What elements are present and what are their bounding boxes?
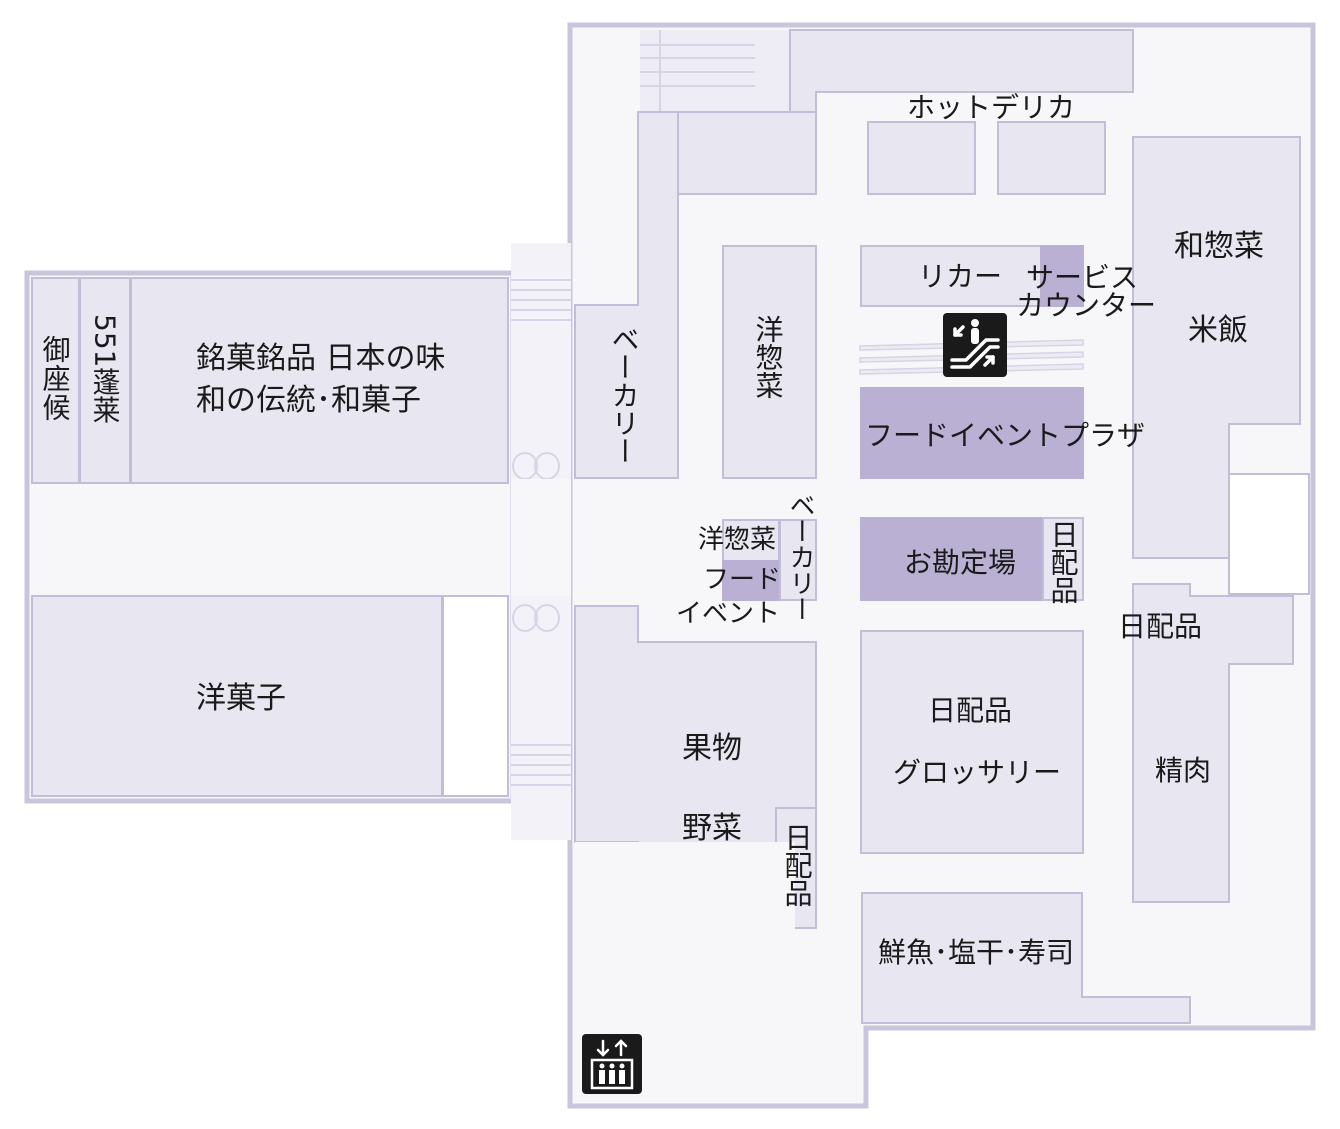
label-bakery-top: ベーカリー bbox=[608, 325, 641, 465]
label-grocery: グロッサリー bbox=[893, 756, 1061, 789]
label-rice: 米飯 bbox=[1188, 313, 1248, 348]
store-liquor[interactable] bbox=[860, 245, 1042, 307]
label-seafood: 鮮魚･塩干･寿司 bbox=[878, 936, 1074, 969]
label-horai: 551蓬莱 bbox=[89, 314, 122, 423]
store-yogashi[interactable] bbox=[31, 595, 443, 797]
label-checkout: お勘定場 bbox=[904, 546, 1016, 579]
label-food-event-plaza: フードイベントプラザ bbox=[865, 419, 1145, 452]
main-building bbox=[574, 111, 1310, 1025]
food-event-plaza[interactable] bbox=[860, 387, 1084, 479]
checkout[interactable] bbox=[860, 517, 1044, 601]
label-bakery-small: ベーカリー bbox=[785, 492, 815, 622]
store-wasozai[interactable] bbox=[1132, 136, 1301, 559]
label-daily-goods-right: 日配品 bbox=[1118, 610, 1202, 643]
label-fruit: 果物 bbox=[682, 731, 742, 766]
store-meika[interactable] bbox=[130, 277, 509, 484]
service-counter[interactable] bbox=[1040, 245, 1084, 307]
bridges bbox=[511, 243, 571, 840]
label-daily-goods-checkout: 日配品 bbox=[1047, 520, 1080, 604]
label-daily-goods-fruit: 日配品 bbox=[781, 823, 814, 907]
label-wasozai: 和惣菜 bbox=[1174, 229, 1264, 264]
label-yosozai-small: 洋惣菜 bbox=[698, 525, 776, 555]
store-seafood[interactable] bbox=[861, 892, 1191, 1024]
label-service-2: カウンター bbox=[1016, 289, 1156, 322]
label-yogashi: 洋菓子 bbox=[196, 681, 286, 716]
labels: 御座候 551蓬莱 銘菓銘品 日本の味 和の伝統･和菓子 洋菓子 ベーカリー 洋… bbox=[39, 91, 1265, 969]
label-gozasoro: 御座候 bbox=[39, 335, 72, 422]
label-daily-goods-center: 日配品 bbox=[928, 694, 1012, 727]
label-meika-1: 銘菓銘品 日本の味 bbox=[196, 341, 446, 376]
label-vegetables: 野菜 bbox=[682, 811, 742, 846]
label-meika-2: 和の伝統･和菓子 bbox=[196, 383, 421, 418]
label-service-1: サービス bbox=[1026, 261, 1138, 294]
label-food-event-small-2: イベント bbox=[676, 599, 780, 629]
store-meat[interactable] bbox=[1132, 583, 1294, 903]
label-food-event-small-1: フード bbox=[703, 565, 781, 595]
label-liquor: リカー bbox=[918, 260, 1002, 293]
food-event-small[interactable] bbox=[722, 560, 780, 601]
label-yosozai-top: 洋惣菜 bbox=[752, 315, 785, 399]
label-meat: 精肉 bbox=[1155, 754, 1211, 787]
daily-goods-checkout[interactable] bbox=[1042, 517, 1084, 601]
escalator-icon[interactable] bbox=[943, 313, 1007, 377]
store-hot-deli-b[interactable] bbox=[997, 121, 1106, 195]
elevator-icon[interactable] bbox=[582, 1034, 642, 1094]
left-building bbox=[31, 277, 509, 797]
store-hot-deli-a[interactable] bbox=[867, 121, 976, 195]
store-bakery-small[interactable] bbox=[779, 519, 817, 601]
store-yosozai-top[interactable] bbox=[722, 245, 817, 479]
label-hot-deli: ホットデリカ bbox=[907, 91, 1075, 124]
store-grocery[interactable] bbox=[860, 630, 1084, 854]
